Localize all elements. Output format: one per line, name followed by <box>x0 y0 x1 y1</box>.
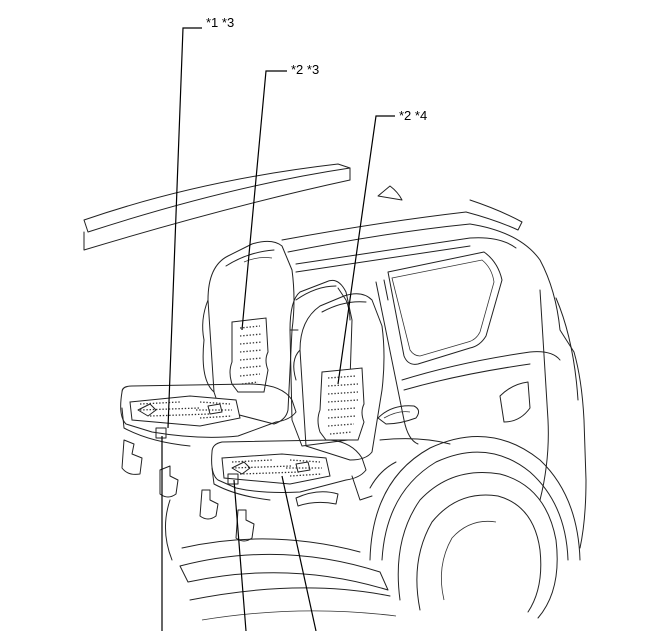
leader-lines <box>161 27 395 631</box>
right-back-heater-pad <box>317 367 365 441</box>
callout-label-1: *1 *3 <box>204 15 237 30</box>
antenna <box>377 185 403 201</box>
callout-label-2: *2 *3 <box>289 62 322 77</box>
floor-rocker <box>165 499 397 621</box>
left-cushion-heater-pad <box>129 395 241 427</box>
rear-wheel <box>369 435 581 619</box>
vehicle-body <box>295 223 587 549</box>
left-back-heater-pad <box>229 317 269 393</box>
right-seat <box>199 279 385 542</box>
roof-rail <box>83 163 523 253</box>
callout-label-3: *2 *4 <box>397 108 430 123</box>
left-seat <box>120 240 299 498</box>
